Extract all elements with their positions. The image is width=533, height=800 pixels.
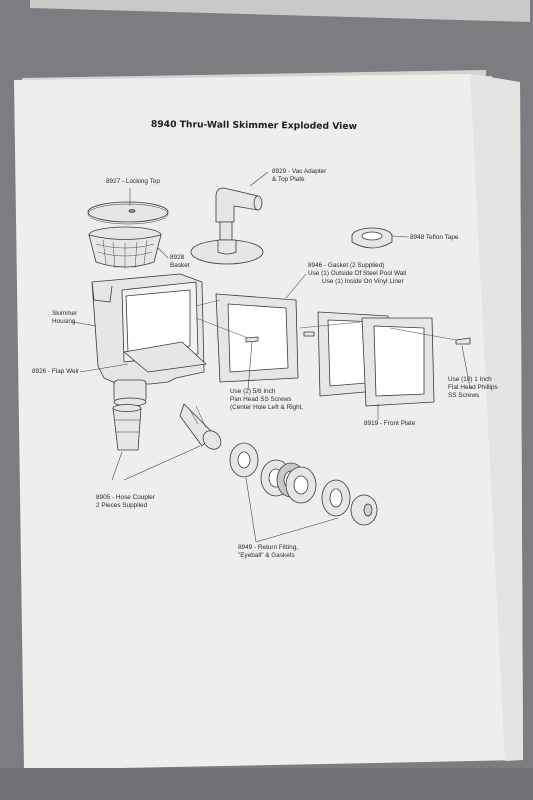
label-flap-weir: 8926 - Flap Weir [32, 368, 80, 375]
screw-parts [245, 331, 471, 345]
hose-coupler-second-part [179, 403, 222, 450]
basket-part [88, 226, 162, 269]
teflon-tape-part [351, 227, 393, 249]
leader-lines [72, 171, 471, 543]
locking-top-part [87, 201, 169, 225]
label-hose-coupler: 8905 - Hose Coupler 2 Pieces Supplied [96, 494, 155, 509]
label-basket: 8928 Basket [170, 254, 190, 269]
label-pan-screws: Use (2) 5/8 Inch Pan Head SS Screws (Cen… [230, 388, 304, 411]
return-fitting-part [229, 442, 378, 526]
skimmer-housing-part [91, 273, 205, 407]
vac-adapter-part [190, 187, 264, 265]
label-front-plate: 8919 - Front Plate [364, 420, 416, 427]
label-return-fitting: 8949 - Return Fitting, "Eyeball" & Gaske… [238, 544, 299, 559]
flap-weir-part [123, 341, 207, 373]
label-gasket: 8946 - Gasket (2 Supplied) Use (1) Outsi… [308, 262, 407, 285]
label-vac-adapter: 8929 - Vac Adapter & Top Plate [272, 168, 327, 183]
label-teflon-tape: 8948 Teflon Tape [410, 234, 459, 241]
label-skimmer-housing: Skimmer Housing [52, 310, 78, 325]
label-flat-screws: Use (10) 1 Inch Flat Head Phillips SS Sc… [448, 376, 498, 399]
front-plate-part [361, 317, 435, 407]
label-locking-top: 8927 - Locking Top [106, 178, 160, 185]
document-sheet [14, 74, 523, 770]
hose-coupler-part [112, 404, 142, 451]
